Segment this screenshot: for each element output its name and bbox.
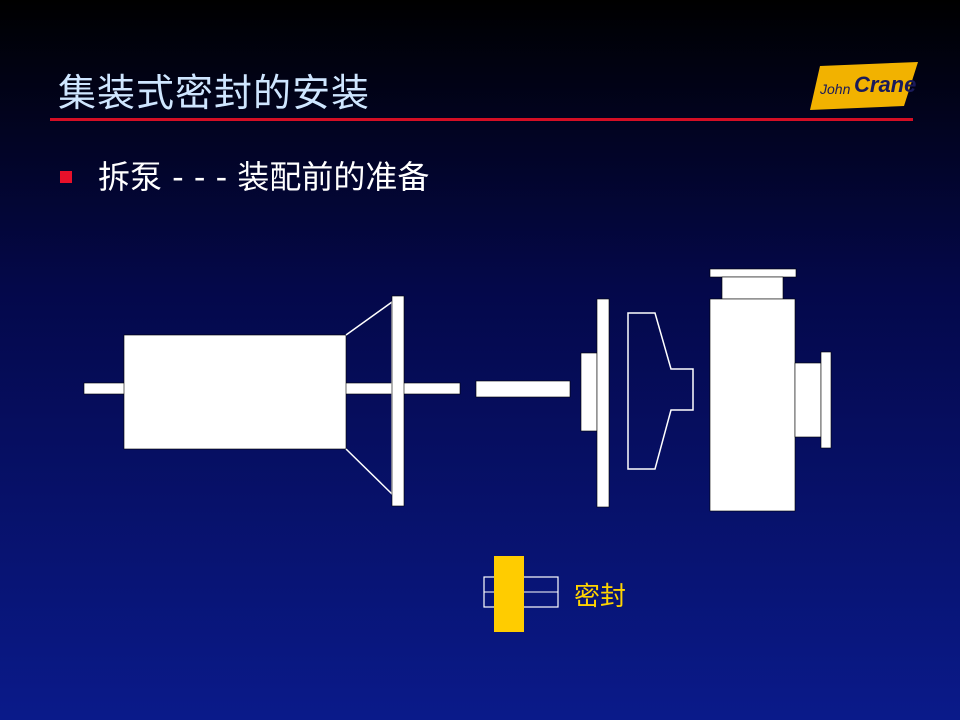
suction-nozzle	[794, 362, 822, 438]
casing-cap	[721, 276, 784, 300]
motor-body	[123, 334, 347, 450]
logo-text-john: John	[819, 81, 851, 97]
impeller	[627, 312, 694, 470]
suction-flange	[820, 351, 832, 449]
shaft-sleeve	[580, 352, 598, 432]
bullet-text: 拆泵 - - - 装配前的准备	[98, 158, 430, 196]
logo-text-crane: Crane	[854, 72, 916, 97]
casing-cap-plate	[709, 268, 797, 278]
john-crane-logo: John Crane	[810, 62, 918, 110]
seal-gland	[494, 556, 524, 632]
pump-shaft	[475, 380, 571, 398]
bullet-marker	[60, 171, 72, 183]
motor-flange	[391, 295, 405, 507]
seal-label: 密封	[574, 582, 627, 612]
back-plate	[596, 298, 610, 508]
slide-title: 集装式密封的安装	[58, 71, 371, 115]
pump-casing	[709, 298, 796, 512]
title-divider	[50, 118, 913, 121]
logo-background	[810, 62, 918, 110]
bell-housing	[345, 300, 393, 496]
bullet-item: 拆泵 - - - 装配前的准备	[60, 152, 429, 198]
